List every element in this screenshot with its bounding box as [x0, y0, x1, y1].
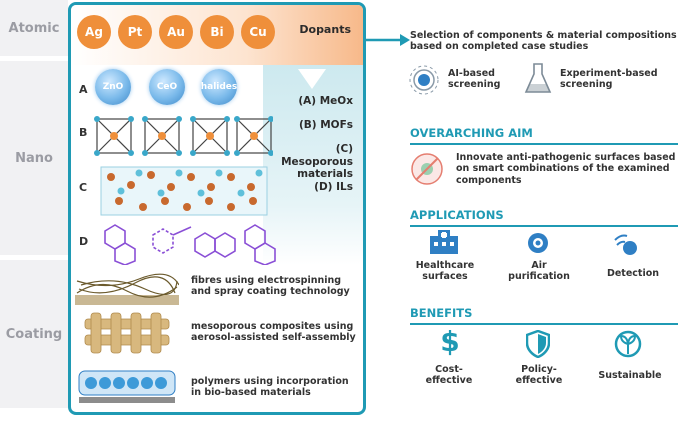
aim-rule: [410, 143, 678, 145]
row-letter-b: B: [79, 126, 88, 139]
mof-structure-image: [94, 116, 273, 156]
category-meox: (A) MeOx: [298, 95, 353, 107]
sphere-ceo: CeO: [149, 69, 185, 105]
flask-icon: [524, 63, 552, 93]
selection-heading: Selection of components & material compo…: [410, 30, 677, 53]
metal-cu: Cu: [241, 15, 275, 49]
no-pathogen-icon: [411, 153, 443, 185]
dopant-metals: Ag Pt Au Bi Cu: [77, 15, 275, 49]
leaf-icon: [614, 330, 642, 358]
ai-brain-icon: [409, 65, 439, 95]
metal-ag: Ag: [77, 15, 111, 49]
applications-heading: APPLICATIONS: [410, 208, 504, 222]
coating-text-fibres: fibres using electrospinning and spray c…: [191, 275, 350, 298]
cost-effective-label: Cost-effective: [425, 364, 473, 387]
coating-text-polymers: polymers using incorporation in bio-base…: [191, 376, 349, 399]
category-panel: (A) MeOx (B) MOFs (C) Mesoporous materia…: [263, 65, 363, 265]
scale-band-atomic: Atomic: [0, 0, 68, 56]
scale-band-coating: Coating: [0, 260, 68, 408]
scale-band-nano: Nano: [0, 61, 68, 255]
scale-label-nano: Nano: [15, 150, 53, 166]
coating-text-mesoporous: mesoporous composites using aerosol-assi…: [191, 321, 356, 344]
metal-pt: Pt: [118, 15, 152, 49]
mesoporous-structure-image: [100, 166, 268, 216]
right-arrow-icon: [366, 34, 410, 46]
detection-label: Detection: [606, 268, 660, 279]
applications-rule: [410, 225, 678, 227]
category-mesoporous: (C) Mesoporous materials: [281, 143, 353, 181]
metal-bi: Bi: [200, 15, 234, 49]
air-filter-icon: [528, 233, 548, 253]
sphere-halides: halides: [201, 69, 237, 105]
benefits-rule: [410, 323, 678, 325]
row-letter-c: C: [79, 181, 88, 194]
ionic-liquids-structure-image: [104, 224, 276, 265]
scale-label-atomic: Atomic: [8, 20, 60, 36]
polymer-coating-image: [78, 370, 176, 403]
experiment-screening-label: Experiment-based screening: [560, 68, 658, 91]
benefits-heading: BENEFITS: [410, 306, 473, 320]
aim-text: Innovate anti-pathogenic surfaces based …: [456, 152, 676, 186]
down-arrow-icon: [298, 69, 326, 89]
ai-screening-label: AI-based screening: [448, 68, 501, 91]
row-letter-d: D: [79, 235, 89, 248]
healthcare-label: Healthcare surfaces: [415, 260, 475, 283]
category-mofs: (B) MOFs: [298, 119, 353, 131]
shield-icon: [526, 330, 550, 358]
sustainable-label: Sustainable: [598, 370, 662, 381]
policy-effective-label: Policy-effective: [515, 364, 563, 387]
hospital-icon: [430, 230, 458, 254]
air-purification-label: Air purification: [508, 260, 570, 283]
materials-panel: Ag Pt Au Bi Cu Dopants (A) MeOx (B) MOFs…: [68, 2, 366, 415]
scale-label-coating: Coating: [5, 326, 63, 342]
metal-au: Au: [159, 15, 193, 49]
aim-heading: OVERARCHING AIM: [410, 126, 533, 140]
fibre-coating-image: [75, 273, 179, 305]
mesoporous-composite-image: [84, 312, 170, 354]
sphere-zno: ZnO: [95, 69, 131, 105]
row-letter-a: A: [79, 83, 88, 96]
category-ils: (D) ILs: [314, 181, 353, 193]
dollar-icon: $: [440, 325, 460, 358]
dopants-label: Dopants: [299, 23, 351, 36]
detection-icon: [614, 234, 637, 255]
